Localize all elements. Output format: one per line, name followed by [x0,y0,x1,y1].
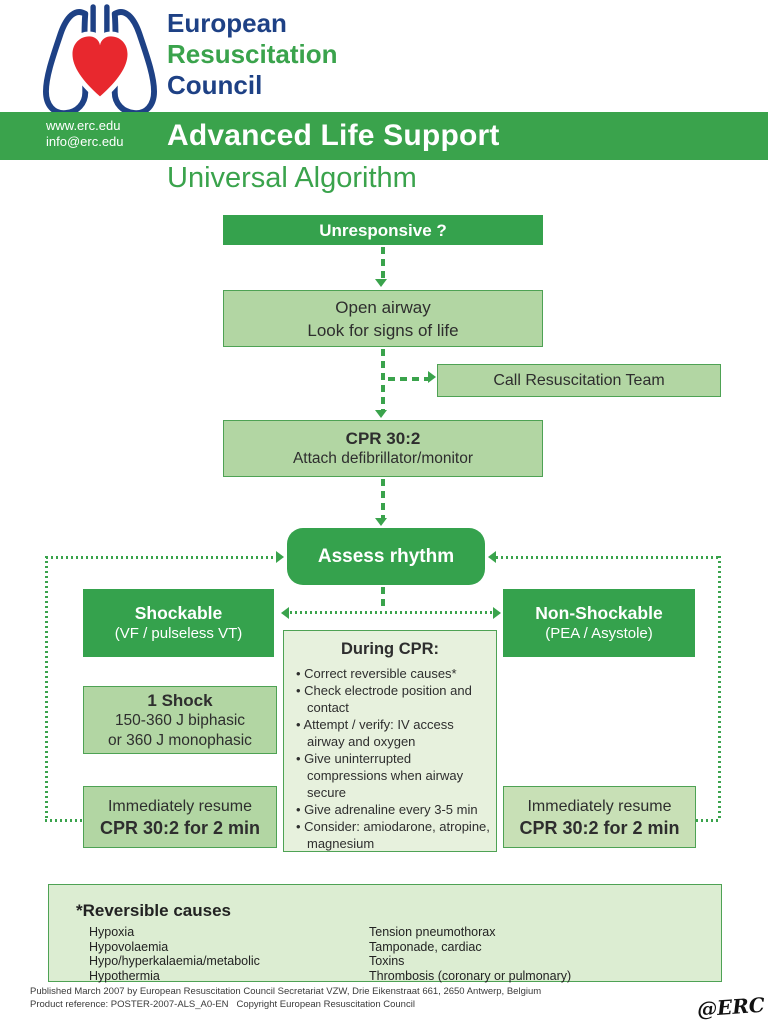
arrowhead-unresponsive-to-airway [375,279,387,287]
org-line-council: Council [167,70,263,100]
loop-right-into-assess [496,556,719,559]
node-assess-rhythm: Assess rhythm [287,528,485,585]
loop-left-into-assess [46,556,276,559]
node-call-team: Call Resuscitation Team [437,364,721,397]
org-name: European Resuscitation Council [167,8,338,101]
org-line-resuscitation: Resuscitation [167,39,338,69]
arrow-airway-to-cpr [381,349,385,410]
footer-publication-line: Published March 2007 by European Resusci… [30,986,542,997]
loop-left-bottom [45,819,83,822]
org-line-european: European [167,8,287,38]
arrowhead-to-shockable [281,607,289,619]
connector-assess-to-branch [381,587,385,610]
contact-block: www.erc.edu info@erc.edu [46,118,124,150]
arrowhead-to-nonshockable [493,607,501,619]
during-cpr-bullet: Attempt / verify: IV access airway and o… [296,716,490,750]
arrowhead-right-into-assess [488,551,496,563]
open-airway-line1: Open airway [335,297,431,317]
reversible-causes-right-column: Tension pneumothorax Tamponade, cardiac … [369,925,571,983]
reversible-cause: Tamponade, cardiac [369,939,482,954]
arrow-cpr-to-assess [381,479,385,518]
reversible-cause: Hypoxia [89,925,135,939]
arrowhead-airway-to-cpr [375,410,387,418]
one-shock-title: 1 Shock [147,690,213,710]
during-cpr-bullet: Correct reversible causes* [296,665,490,682]
cpr-subtitle: Attach defibrillator/monitor [292,450,474,467]
node-cpr: CPR 30:2 Attach defibrillator/monitor [223,420,543,477]
cpr-title: CPR 30:2 [345,429,421,448]
header-band [0,112,768,160]
one-shock-line1: 150-360 J biphasic [114,711,246,729]
node-unresponsive: Unresponsive ? [223,215,543,245]
node-unresponsive-label: Unresponsive ? [319,220,447,240]
during-cpr-bullet-list: Correct reversible causes* Check electro… [284,665,496,852]
reversible-causes-title: *Reversible causes [76,901,231,920]
email-address: info@erc.edu [46,134,124,149]
node-resume-right: Immediately resume CPR 30:2 for 2 min [503,786,696,848]
during-cpr-bullet: Give uninterrupted compressions when air… [296,750,490,801]
arrowhead-left-into-assess [276,551,284,563]
non-shockable-title: Non-Shockable [535,602,663,623]
during-cpr-bullet: Consider: amiodarone, atropine, magnesiu… [296,818,490,852]
erc-signature-mark: @ERC [696,992,766,1022]
lungs-heart-icon [43,4,157,117]
node-one-shock: 1 Shock 150-360 J biphasic or 360 J mono… [83,686,277,754]
node-open-airway: Open airway Look for signs of life [223,290,543,347]
node-non-shockable: Non-Shockable (PEA / Asystole) [503,589,695,657]
reversible-cause: Tension pneumothorax [369,925,496,939]
one-shock-line2: or 360 J monophasic [108,731,252,749]
resume-left-line2: CPR 30:2 for 2 min [99,817,261,838]
node-shockable: Shockable (VF / pulseless VT) [83,589,274,657]
resume-right-line1: Immediately resume [527,797,672,815]
panel-reversible-causes: *Reversible causes Hypoxia Hypovolaemia … [48,884,722,983]
reversible-cause: Hypothermia [89,968,160,983]
node-resume-left: Immediately resume CPR 30:2 for 2 min [83,786,277,848]
reversible-causes-left-column: Hypoxia Hypovolaemia Hypo/hyperkalaemia/… [89,925,260,983]
shockable-subtitle: (VF / pulseless VT) [114,624,243,642]
footer-product-line: Product reference: POSTER-2007-ALS_A0-EN… [30,999,415,1010]
branch-shockable-nonshockable [290,611,494,614]
arrow-branch-to-call-team [388,377,428,381]
arrowhead-cpr-to-assess [375,518,387,526]
poster-title: Advanced Life Support [167,119,500,152]
during-cpr-title: During CPR: [340,640,440,658]
shockable-title: Shockable [134,602,223,623]
resume-right-line2: CPR 30:2 for 2 min [519,817,680,838]
loop-right-vertical [718,556,721,821]
call-team-label: Call Resuscitation Team [493,371,665,389]
reversible-cause: Thrombosis (coronary or pulmonary) [369,968,572,983]
non-shockable-subtitle: (PEA / Asystole) [545,624,653,642]
during-cpr-bullet: Give adrenaline every 3-5 min [296,801,490,818]
resume-left-line1: Immediately resume [107,797,253,815]
during-cpr-bullet: Check electrode position and contact [296,682,490,716]
website-url: www.erc.edu [46,118,121,133]
loop-left-vertical [45,556,48,821]
reversible-cause: Hypovolaemia [89,939,169,954]
assess-rhythm-label: Assess rhythm [317,546,455,567]
poster-subtitle: Universal Algorithm [167,162,417,194]
reversible-cause: Hypo/hyperkalaemia/metabolic [89,954,260,968]
reversible-cause: Toxins [369,954,405,968]
panel-during-cpr: During CPR: Correct reversible causes* C… [283,630,497,852]
arrowhead-branch-to-call-team [428,371,436,383]
loop-right-bottom [696,819,720,822]
open-airway-line2: Look for signs of life [307,320,459,340]
arrow-unresponsive-to-airway [381,247,385,279]
